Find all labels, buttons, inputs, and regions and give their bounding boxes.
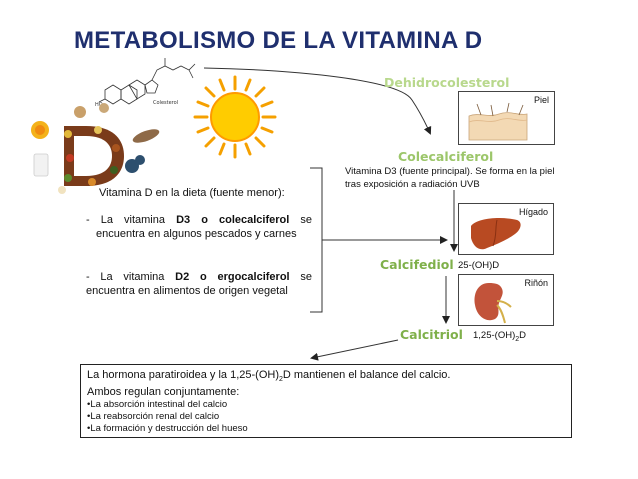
liver-icon	[471, 218, 521, 250]
kidney-icon	[474, 283, 512, 324]
list-item: •La absorción intestinal del calcio	[87, 399, 228, 411]
list-item: •La reabsorción renal del calcio	[87, 411, 220, 423]
label-calcifediol: Calcifediol	[380, 257, 454, 272]
skin-icon	[468, 102, 528, 141]
liver-box: Hígado	[458, 203, 554, 255]
d3-description: Vitamina D3 (fuente principal). Se forma…	[345, 166, 555, 190]
arrow-molecule-to-skin	[203, 67, 432, 135]
arrow-calcitriol-to-box	[310, 339, 399, 361]
skin-label: Piel	[533, 95, 549, 105]
vitamin-d-foods-icon	[31, 103, 160, 194]
skin-box: Piel	[458, 91, 555, 145]
diet-d2-text: - La vitamina D2 o ergocalciferol se enc…	[86, 271, 312, 297]
diet-heading: Vitamina D en la dieta (fuente menor):	[99, 187, 285, 199]
balance-statement: La hormona paratiroidea y la 1,25-(OH)2D…	[87, 369, 451, 384]
formula-calcifediol: 25-(OH)D	[458, 260, 500, 271]
diet-d3-text: - La vitamina D3 o colecalciferol se enc…	[86, 214, 312, 240]
sun-icon	[193, 75, 277, 159]
formula-calcitriol: 1,25-(OH)2D	[473, 330, 527, 343]
label-dehidrocolesterol: Dehidrocolesterol	[384, 75, 510, 90]
molecule-label: Colesterol	[153, 100, 178, 106]
list-item: •La formación y destrucción del hueso	[87, 423, 248, 435]
label-calcitriol: Calcitriol	[400, 327, 463, 342]
cholesterol-molecule: HO Colesterol	[95, 58, 196, 108]
kidney-box: Riñón	[458, 274, 554, 326]
label-colecalciferol: Colecalciferol	[398, 149, 494, 164]
page-title: METABOLISMO DE LA VITAMINA D	[74, 27, 483, 54]
joint-regulation-heading: Ambos regulan conjuntamente:	[87, 386, 240, 399]
svg-text:HO: HO	[95, 102, 103, 108]
kidney-label: Riñón	[524, 278, 548, 288]
liver-label: Hígado	[518, 207, 548, 217]
calcium-balance-box: La hormona paratiroidea y la 1,25-(OH)2D…	[80, 364, 572, 438]
